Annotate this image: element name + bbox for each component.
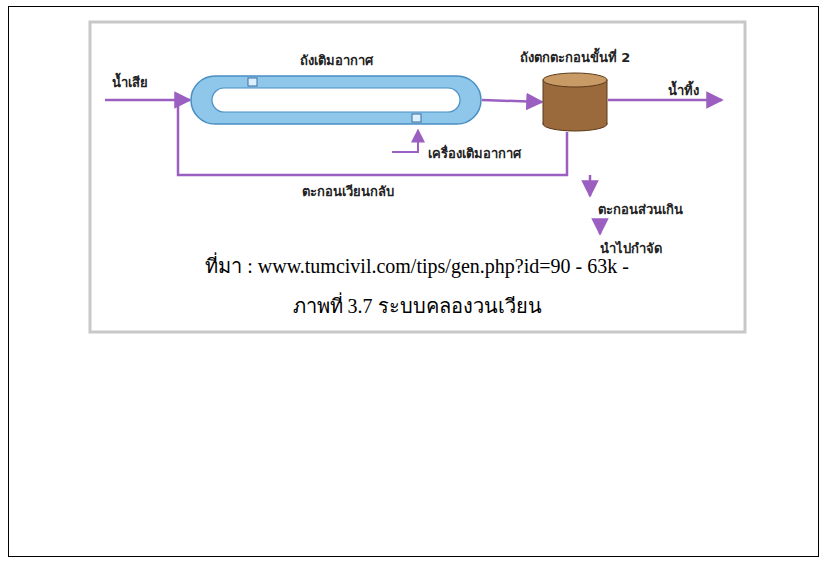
aeration-ditch: ถังเติมอากาศ <box>190 75 482 125</box>
clarifier-tank: ถังตกตะกอนขั้นที่ 2 <box>542 72 608 132</box>
outer-border <box>9 7 819 557</box>
excess-sludge-arrow <box>589 175 592 196</box>
inlet-line <box>105 99 184 102</box>
ditch-outline <box>190 75 482 125</box>
outlet-arrow <box>608 99 722 102</box>
inflow-label: น้ำเสีย <box>112 72 148 93</box>
disposal-arrow <box>599 220 602 234</box>
aerator-label: เครื่องเติมอากาศ <box>428 143 521 164</box>
figure-caption: ภาพที่ 3.7 ระบบคลองวนเวียน <box>293 290 542 322</box>
tank-outline <box>542 72 608 132</box>
node-heading: ถังตกตะกอนขั้นที่ 2 <box>520 47 631 68</box>
aerator-leader <box>392 130 418 152</box>
edge-label: ตะกอนเวียนกลับ <box>300 181 396 202</box>
excess-sludge-label: ตะกอนส่วนเกิน <box>598 199 683 220</box>
flow-connector <box>482 100 542 102</box>
node-heading: ถังเติมอากาศ <box>300 50 373 71</box>
inner-frame <box>90 22 745 332</box>
effluent-label: น้ำทิ้ง <box>668 80 699 101</box>
source-note: ที่มา : www.tumcivil.com/tips/gen.php?id… <box>205 250 629 282</box>
